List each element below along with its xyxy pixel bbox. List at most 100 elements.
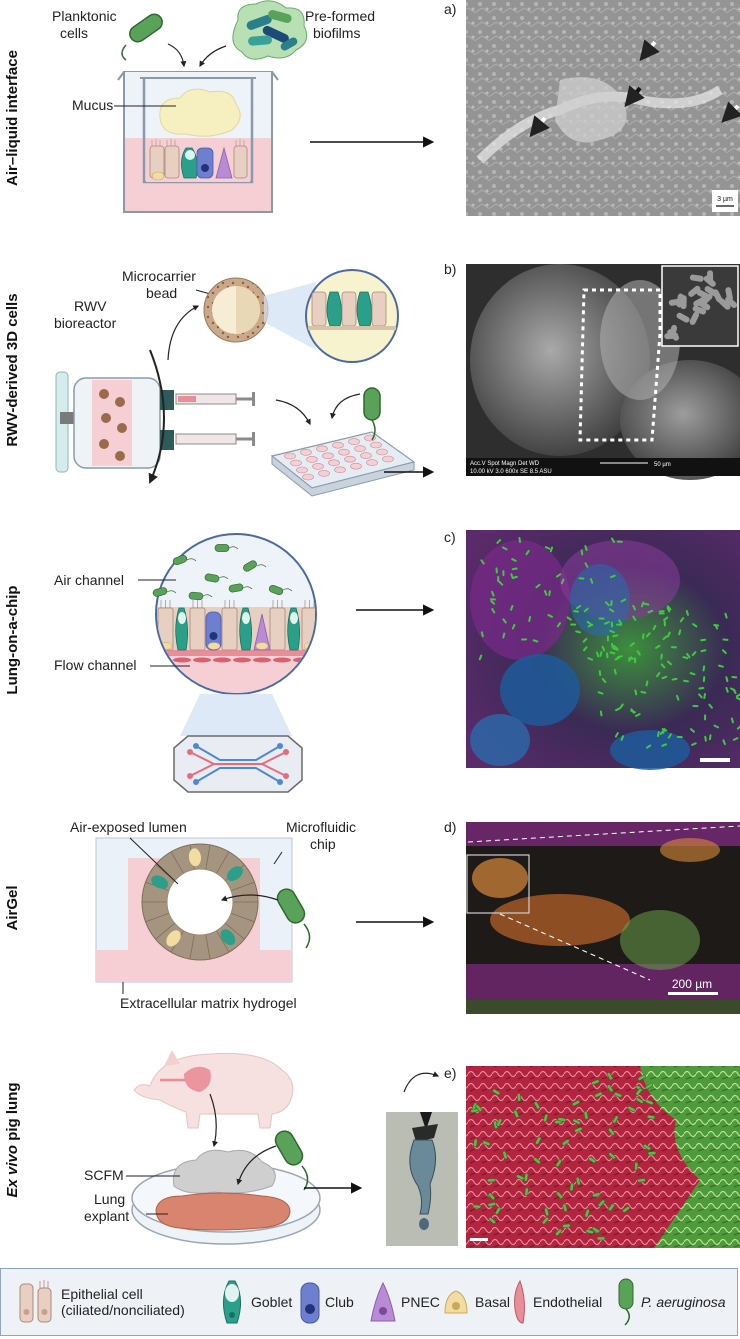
- plate-well: [302, 473, 314, 481]
- air-liquid-diagram: Planktonic cells Pre-formed biofilms Muc…: [52, 0, 435, 213]
- fluorescent-rod: [689, 672, 696, 676]
- flow-channel-label: Flow channel: [54, 657, 137, 673]
- legend-item-epithelial: Epithelial cell (ciliated/nonciliated): [17, 1269, 185, 1335]
- plate-well: [348, 438, 360, 445]
- fluorescent-rod: [724, 612, 728, 619]
- legend-club-text: Club: [325, 1294, 354, 1310]
- fluorescent-rod: [670, 646, 677, 649]
- fluorescent-rod: [613, 644, 619, 650]
- rwv-diagram: Microcarrier bead RWV bioreactor: [54, 268, 435, 497]
- fluorescent-rod: [620, 598, 627, 603]
- fluorescent-rod: [721, 649, 727, 655]
- goblet-mucus: [290, 612, 298, 624]
- fluorescent-rod: [560, 578, 565, 585]
- arrow-photo-to-sem: [403, 1071, 440, 1093]
- lung-explant: [155, 1192, 291, 1231]
- fluorescent-rod: [518, 537, 522, 543]
- fluorescent-rod: [496, 539, 502, 544]
- ring-cell-border: [225, 922, 245, 940]
- fluorescent-rod: [491, 608, 496, 614]
- plate-well: [290, 459, 302, 467]
- tissue-bacterium: [642, 1144, 651, 1151]
- legend: Epithelial cell (ciliated/nonciliated) G…: [0, 1268, 738, 1336]
- fluorescent-rod: [555, 573, 562, 578]
- fluorescent-rod: [698, 687, 705, 690]
- fluorescent-rod: [647, 609, 654, 614]
- fluorescent-rod: [535, 583, 541, 589]
- fluorescent-rod: [586, 620, 592, 626]
- fluorescent-rod: [618, 619, 623, 625]
- fluorescent-rod: [511, 623, 516, 630]
- ring-cell-border: [155, 922, 175, 940]
- ring-special-cell: [226, 866, 243, 881]
- scalebar-d: [668, 992, 718, 995]
- plate-well: [350, 462, 362, 470]
- tissue-bacterium: [494, 1206, 502, 1215]
- tissue-bacterium: [647, 1151, 657, 1156]
- fluorescent-rod: [584, 562, 589, 568]
- fluorescent-rod: [613, 668, 617, 675]
- fluorescent-rod: [610, 642, 614, 649]
- fluorescent-rod: [543, 590, 548, 596]
- fluorescent-rod: [490, 599, 496, 605]
- epithelial-cell: [189, 607, 206, 651]
- legend-item-endothelial: Endothelial: [511, 1269, 602, 1335]
- arrow-bacteria-to-lumen: [220, 894, 279, 902]
- fluorescent-rod: [689, 728, 695, 733]
- fluorescent-rod: [661, 675, 668, 680]
- flagellum: [228, 546, 239, 550]
- tissue-bacterium: [608, 1152, 616, 1160]
- tissue-bacterium: [516, 1093, 522, 1102]
- tissue-bacterium: [622, 1206, 630, 1213]
- tissue-bacterium: [557, 1117, 567, 1122]
- plate-well: [366, 459, 378, 466]
- plate-well: [296, 466, 308, 474]
- fluorescent-rod: [566, 616, 572, 621]
- legend-bacterium-text: P. aeruginosa: [641, 1294, 726, 1310]
- fluorescent-rod: [620, 735, 625, 741]
- fluorescent-rod: [656, 731, 660, 738]
- fluorescent-rod: [610, 537, 616, 543]
- ring-cell-border: [216, 930, 230, 953]
- goblet-mucus: [242, 612, 250, 624]
- chip-bacterium: [268, 584, 284, 596]
- arrow-bacteria-to-plate: [330, 393, 361, 420]
- tissue-bacterium: [608, 1203, 615, 1212]
- basal-cell: [207, 642, 221, 650]
- fluorescent-rod: [630, 708, 635, 714]
- tissue-bacterium: [571, 1100, 580, 1107]
- chip-bacterium: [172, 554, 188, 566]
- fluorescent-rod: [736, 724, 740, 730]
- tissue-bacterium: [487, 1201, 497, 1207]
- tissue-bacterium: [488, 1217, 496, 1224]
- pnec-cell: [253, 613, 271, 651]
- fluorescent-rod: [642, 633, 645, 640]
- flagellum: [282, 588, 293, 592]
- legend-goblet-text: Goblet: [251, 1294, 293, 1310]
- fluorescent-rod: [511, 567, 518, 571]
- tissue-bacterium: [591, 1079, 600, 1085]
- arrow-black-1: [624, 85, 645, 108]
- fluorescent-rod: [691, 651, 697, 657]
- lung-chip-diagram: Air channel Flow channel: [54, 533, 435, 793]
- legend-endothelial-text: Endothelial: [533, 1294, 603, 1310]
- tissue-bacterium: [606, 1072, 613, 1081]
- fluorescent-rod: [575, 604, 582, 610]
- arrow-pig-to-dish: [209, 1093, 219, 1148]
- fluorescent-rod: [495, 567, 498, 574]
- fluorescent-rod: [725, 676, 729, 683]
- panel-letter-a: a): [444, 1, 456, 17]
- fluorescent-rod: [663, 620, 666, 627]
- sem-bacterium-rod: [689, 274, 704, 282]
- tissue-bacterium: [496, 1118, 503, 1127]
- ring-cell-border: [170, 851, 184, 874]
- fluorescent-rod: [666, 660, 673, 666]
- epithelial-cell: [221, 607, 238, 651]
- fluorescent-rod: [658, 612, 665, 615]
- tissue-bacterium: [627, 1105, 636, 1112]
- fluorescent-rod: [544, 546, 551, 550]
- fluorescent-rod: [714, 623, 719, 630]
- ring-special-cell: [220, 929, 236, 946]
- fluorescent-rod: [666, 605, 672, 611]
- panel-letter-e: e): [444, 1065, 456, 1081]
